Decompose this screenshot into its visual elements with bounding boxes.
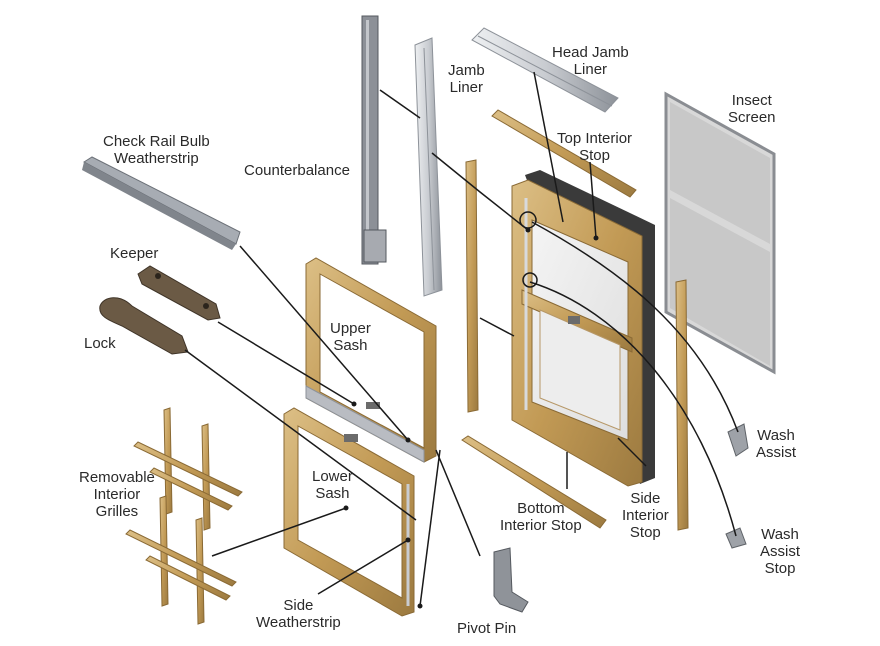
label-wash-assist: Wash Assist — [756, 427, 797, 461]
label-insect-screen: Insect Screen — [728, 92, 776, 126]
check-rail-bulb-weatherstrip-part — [82, 156, 241, 250]
label-side-weatherstrip: Side Weatherstrip — [256, 597, 341, 631]
label-side-interior-stop: Side Interior Stop — [622, 490, 669, 541]
assembled-window-frame — [511, 170, 655, 487]
label-lower-sash: Lower Sash — [312, 468, 353, 502]
left-side-interior-stop-part — [465, 159, 479, 413]
upper-sash-part — [305, 257, 437, 463]
counterbalance-part — [361, 15, 387, 265]
label-removable-interior-grilles: Removable Interior Grilles — [79, 469, 155, 520]
leader-dots — [343, 227, 599, 609]
head-jamb-liner-part — [471, 27, 619, 113]
label-top-interior-stop: Top Interior Stop — [557, 130, 633, 164]
label-check-rail-bulb-weatherstrip: Check Rail Bulb Weatherstrip — [103, 133, 210, 167]
label-upper-sash: Upper Sash — [330, 320, 371, 354]
wash-assist-part — [727, 423, 749, 457]
top-interior-stop-part — [491, 109, 637, 198]
right-side-interior-stop-part — [675, 279, 689, 531]
insect-screen-part — [664, 91, 776, 375]
bottom-interior-stop-part — [461, 435, 607, 529]
lower-sash-part — [283, 407, 415, 617]
label-jamb-liner: Jamb Liner — [448, 62, 485, 96]
pivot-pin-part — [493, 547, 529, 613]
label-wash-assist-stop: Wash Assist Stop — [760, 526, 801, 577]
label-counterbalance: Counterbalance — [244, 162, 350, 179]
label-keeper: Keeper — [110, 245, 159, 262]
label-lock: Lock — [84, 335, 116, 352]
jamb-liner-part — [414, 37, 443, 297]
label-pivot-pin: Pivot Pin — [457, 620, 517, 637]
removable-interior-grilles-part — [125, 407, 243, 625]
label-head-jamb-liner: Head Jamb Liner — [552, 44, 629, 78]
wash-assist-stop-part — [725, 527, 747, 549]
label-bottom-interior-stop: Bottom Interior Stop — [500, 500, 582, 534]
keeper-part — [137, 265, 221, 321]
highlight-circles — [519, 211, 538, 288]
leader-lines — [184, 71, 739, 607]
